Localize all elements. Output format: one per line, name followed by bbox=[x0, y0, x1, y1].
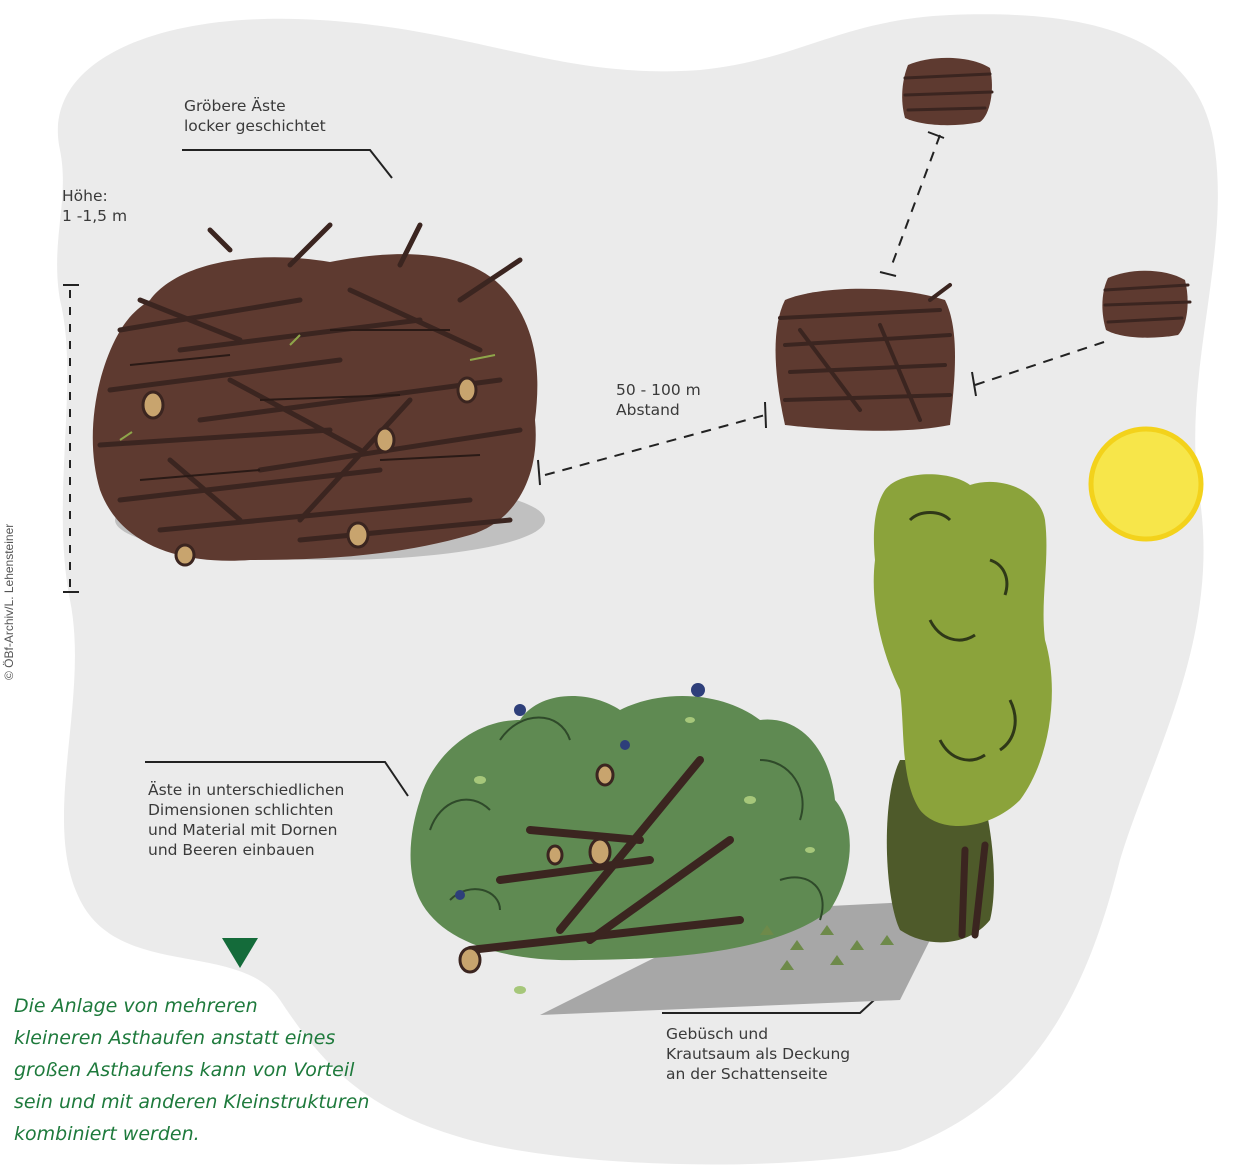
note-line-3: großen Asthaufens kann von Vorteil bbox=[14, 1054, 414, 1086]
note-line-1: Die Anlage von mehreren bbox=[14, 990, 414, 1022]
label-distance: 50 - 100 m Abstand bbox=[616, 380, 701, 420]
label-height-line-1: Höhe: bbox=[62, 186, 127, 206]
label-height-line-2: 1 -1,5 m bbox=[62, 206, 127, 226]
medium-branch-pile bbox=[776, 285, 955, 431]
label-distance-line-2: Abstand bbox=[616, 400, 701, 420]
label-branches-top: Gröbere Äste locker geschichtet bbox=[184, 96, 326, 136]
label-branches-bottom-line-2: Dimensionen schlichten bbox=[148, 800, 344, 820]
label-branches-bottom-line-1: Äste in unterschiedlichen bbox=[148, 780, 344, 800]
label-branches-bottom-line-4: und Beeren einbauen bbox=[148, 840, 344, 860]
small-branch-pile-right bbox=[1102, 271, 1190, 338]
label-branches-bottom: Äste in unterschiedlichen Dimensionen sc… bbox=[148, 780, 344, 860]
label-branches-top-line-2: locker geschichtet bbox=[184, 116, 326, 136]
label-cover-line-1: Gebüsch und bbox=[666, 1024, 850, 1044]
note-text: Die Anlage von mehreren kleineren Asthau… bbox=[14, 990, 414, 1150]
label-height: Höhe: 1 -1,5 m bbox=[62, 186, 127, 226]
note-line-5: kombiniert werden. bbox=[14, 1118, 414, 1150]
note-line-4: sein und mit anderen Kleinstrukturen bbox=[14, 1086, 414, 1118]
sun bbox=[1091, 429, 1201, 539]
photo-credit: © ÖBf-Archiv/L. Lehensteiner bbox=[2, 524, 16, 680]
label-distance-line-1: 50 - 100 m bbox=[616, 380, 701, 400]
label-cover-line-3: an der Schattenseite bbox=[666, 1064, 850, 1084]
label-branches-bottom-line-3: und Material mit Dornen bbox=[148, 820, 344, 840]
label-branches-top-line-1: Gröbere Äste bbox=[184, 96, 326, 116]
label-cover: Gebüsch und Krautsaum als Deckung an der… bbox=[666, 1024, 850, 1084]
small-branch-pile-top bbox=[902, 58, 992, 125]
note-line-2: kleineren Asthaufen anstatt eines bbox=[14, 1022, 414, 1054]
label-cover-line-2: Krautsaum als Deckung bbox=[666, 1044, 850, 1064]
